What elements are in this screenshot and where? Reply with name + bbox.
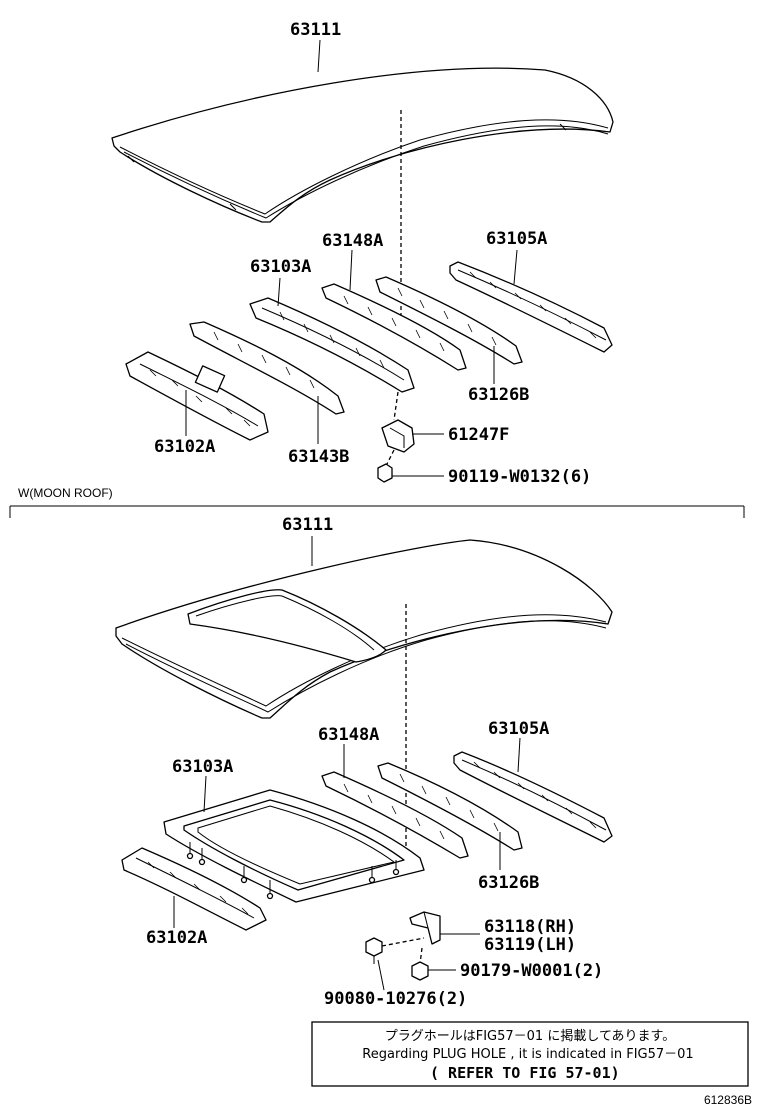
- moonroof-group: 63111 63148A 63105A 63103A 63126B 63102A…: [115, 515, 613, 1009]
- label-63119-lh: 63119(LH): [484, 935, 576, 955]
- label-90179-nut: 90179-W0001(2): [460, 961, 603, 981]
- leaders-top: [185, 39, 518, 477]
- label-63103a-top: 63103A: [250, 257, 311, 277]
- plug-hole-note: プラグホールはFIG57－01 に掲載してあります。 Regarding PLU…: [311, 1021, 749, 1087]
- standard-roof-group: 63111 63148A 63105A 63103A 63126B 63102A…: [111, 20, 614, 487]
- bolt-90080-moonroof: [365, 937, 425, 964]
- note-line-en: Regarding PLUG HOLE , it is indicated in…: [362, 1047, 693, 1062]
- section-header-moonroof: W(MOON ROOF): [18, 486, 113, 500]
- figure-id: 612836B: [704, 1093, 752, 1107]
- label-63148a-moonroof: 63148A: [318, 725, 379, 745]
- label-63148a-top: 63148A: [322, 231, 383, 251]
- bracket-63118-63119: [409, 911, 441, 945]
- label-63102a-top: 63102A: [154, 437, 215, 457]
- bracket-61247f-top: [377, 391, 415, 483]
- label-bolt-top: 90119-W0132(6): [448, 467, 591, 487]
- label-63111-moonroof: 63111: [282, 515, 333, 535]
- rail-63102a-top: [125, 351, 269, 441]
- label-63105a-top: 63105A: [486, 229, 547, 249]
- rail-63126b-top: [375, 276, 523, 365]
- roof-panel-top: [111, 67, 614, 223]
- note-line-jp: プラグホールはFIG57－01 に掲載してあります。: [385, 1028, 676, 1044]
- label-63126b-moonroof: 63126B: [478, 873, 539, 893]
- rail-63102a-moonroof: [121, 847, 267, 931]
- label-63103a-moonroof: 63103A: [172, 757, 233, 777]
- rail-63105a-top: [449, 261, 613, 353]
- leaders-moonroof: [173, 536, 521, 991]
- label-63111-top: 63111: [290, 20, 341, 40]
- rail-63126b-moonroof: [377, 762, 523, 851]
- moonroof-section-divider: W(MOON ROOF): [9, 486, 745, 518]
- label-63102a-moonroof: 63102A: [146, 928, 207, 948]
- rail-63148a-moonroof: [321, 771, 469, 859]
- rail-63148a-top: [321, 283, 467, 371]
- label-61247f-top: 61247F: [448, 425, 509, 445]
- rail-63103a-top: [249, 297, 415, 393]
- frame-63103a-moonroof: [163, 789, 425, 903]
- note-line-ref: ( REFER TO FIG 57-01): [430, 1064, 620, 1082]
- label-63126b-top: 63126B: [468, 385, 529, 405]
- label-63105a-moonroof: 63105A: [488, 719, 549, 739]
- label-90080-bolt: 90080-10276(2): [324, 989, 467, 1009]
- label-63143b-top: 63143B: [288, 447, 349, 467]
- nut-90179-moonroof: [411, 947, 429, 981]
- roof-panel-moonroof: [115, 539, 613, 719]
- rail-63143b-top: [189, 321, 345, 415]
- label-63118-rh: 63118(RH): [484, 917, 576, 937]
- rail-63105a-moonroof: [453, 751, 613, 843]
